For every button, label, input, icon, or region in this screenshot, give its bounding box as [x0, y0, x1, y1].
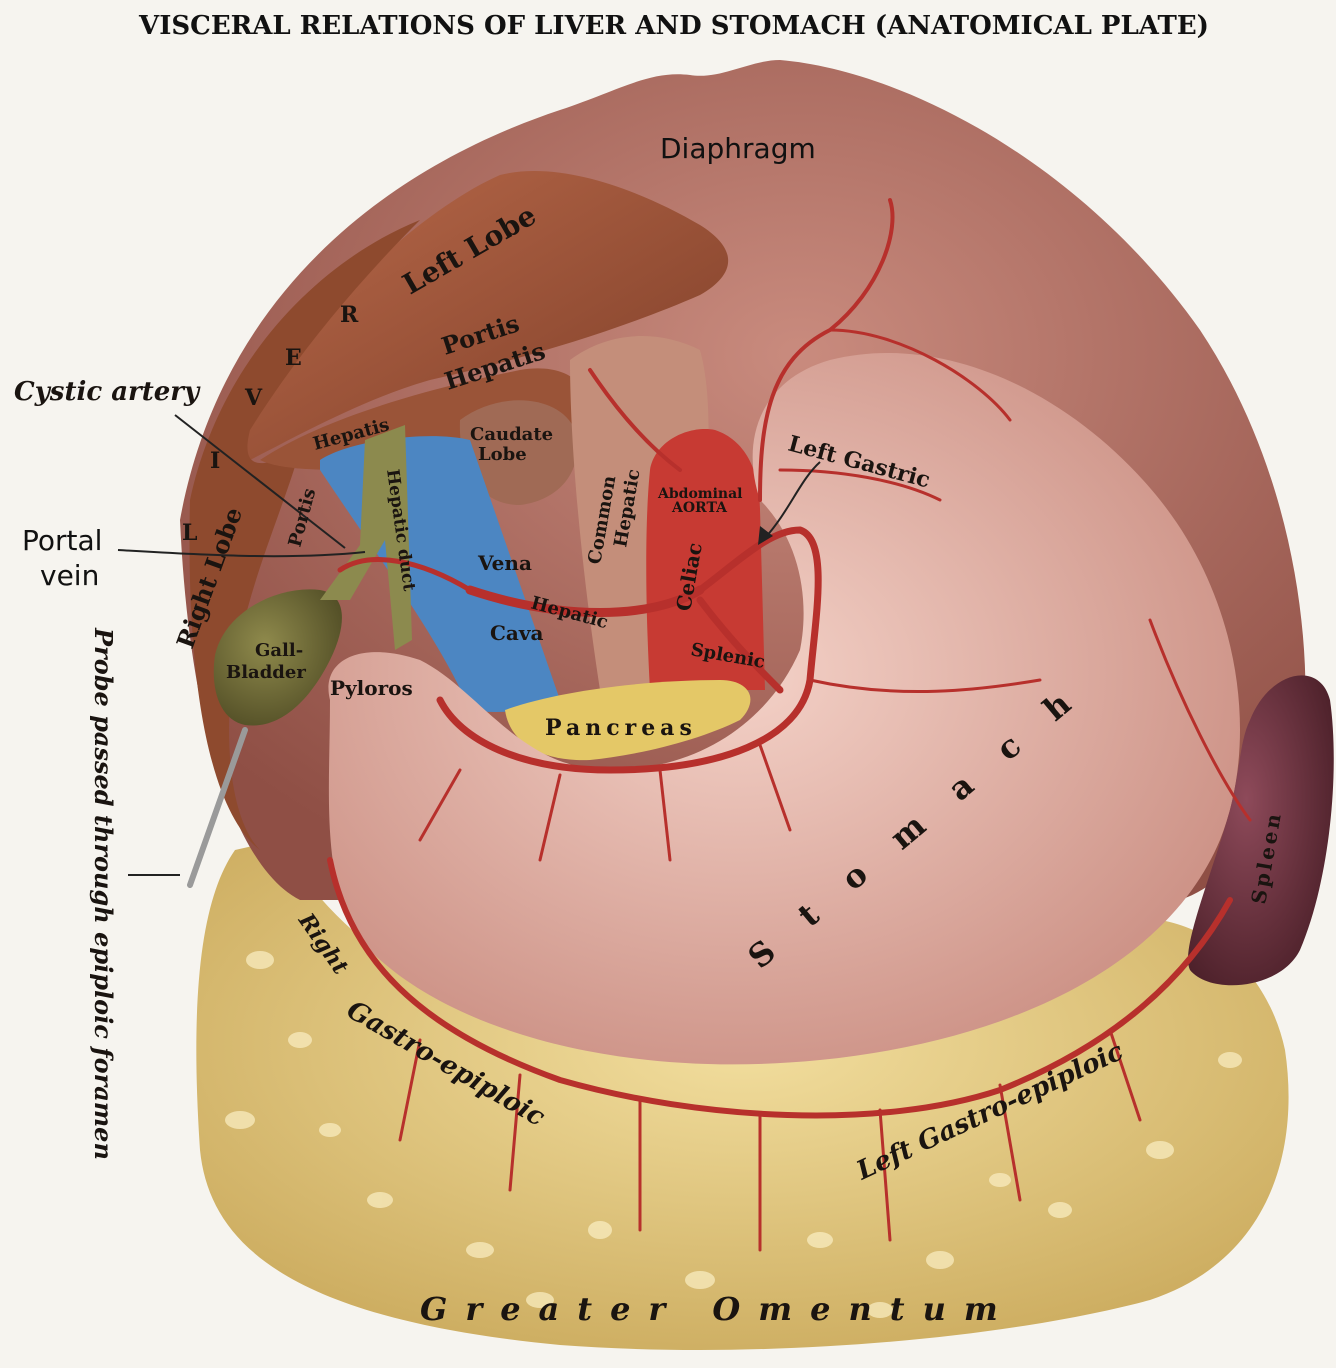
label-pyloros: Pyloros — [330, 676, 413, 700]
plate-title: VISCERAL RELATIONS OF LIVER AND STOMACH … — [138, 11, 1209, 41]
omentum-fat-texture — [225, 951, 1242, 1318]
label-liver-v: V — [244, 385, 263, 411]
label-caudate-2: Lobe — [478, 444, 527, 465]
label-aorta: AORTA — [671, 500, 728, 516]
cystic-artery-leader — [174, 414, 346, 549]
arterial-tree — [327, 198, 1252, 1252]
left-gastric-arrowhead — [758, 526, 773, 545]
label-portal-1: Portal — [22, 524, 102, 557]
label-abdominal: Abdominal — [657, 486, 742, 502]
gallbladder — [213, 589, 342, 726]
pancreas — [505, 680, 751, 761]
label-caudate-1: Caudate — [470, 424, 553, 445]
liver-left-lobe — [240, 171, 729, 461]
label-greater-omentum: Greater Omentum — [420, 1290, 1016, 1328]
abdominal-aorta — [646, 429, 765, 690]
label-liver-e: E — [285, 345, 302, 371]
label-cystic-artery: Cystic artery — [14, 377, 201, 407]
probe — [187, 727, 248, 888]
label-gall-2: Bladder — [226, 662, 306, 683]
label-portal-2: vein — [40, 559, 99, 592]
label-diaphragm: Diaphragm — [660, 132, 816, 165]
label-liver-r: R — [340, 302, 359, 328]
label-liver-i: I — [210, 448, 220, 474]
label-pancreas: Pancreas — [545, 715, 697, 741]
greater-omentum — [196, 840, 1289, 1350]
label-gall-1: Gall- — [255, 640, 303, 661]
liver-right-lobe — [189, 220, 420, 850]
caudate-lobe — [459, 400, 578, 505]
label-liver-l: L — [182, 520, 197, 546]
label-probe: Probe passed through epiploic foramen — [89, 627, 118, 1160]
label-vena: Vena — [477, 551, 532, 575]
hepatic-duct — [320, 425, 412, 650]
left-gastric-arrow — [764, 461, 821, 539]
portal-vein-leader — [117, 549, 366, 558]
stomach — [328, 352, 1240, 1065]
label-cava: Cava — [490, 621, 543, 645]
